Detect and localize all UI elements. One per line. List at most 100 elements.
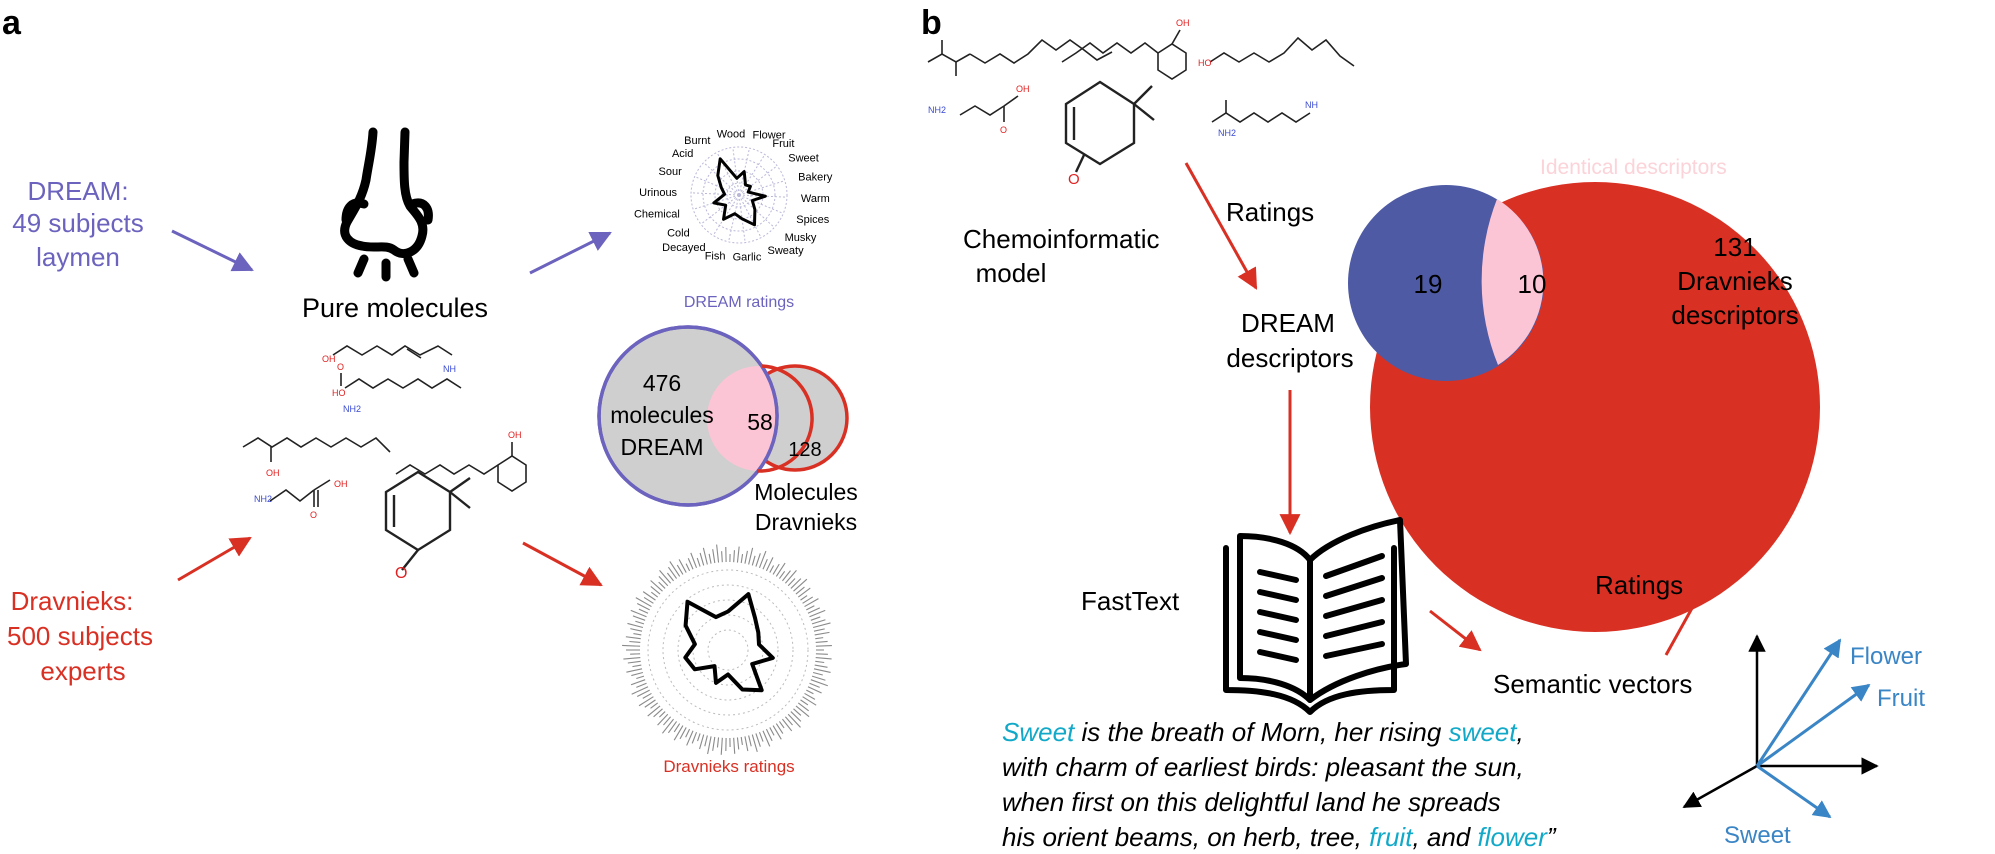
dravnieks-radar-label-tick [663,716,672,726]
dravnieks-radar-label-tick [740,554,744,564]
dravnieks-radar-label-tick [811,619,826,625]
dravnieks-radar-label-tick [627,660,641,664]
dravnieks-radar-label-tick [708,553,712,564]
dravnieks-radar-label-tick [636,682,647,688]
dravnieks-radar-label-tick [793,578,808,592]
dravnieks-radar-label-tick [704,735,708,747]
dravnieks-radar-label-tick [748,547,754,565]
dravnieks-radar-label-tick [814,631,830,636]
dravnieks-radar-label-tick [814,664,828,668]
dream-radar-label: Sweet [788,152,819,164]
poem-line-2: with charm of earliest birds: pleasant t… [1002,752,1524,782]
atom-label: NH2 [254,494,272,504]
dravnieks-source: Dravnieks: 500 subjects experts [7,586,153,686]
dravnieks-molecule-label-2: Dravnieks [755,509,857,535]
dravnieks-radar-label-tick [702,547,708,565]
identical-descriptors-label: Identical descriptors [1540,156,1727,179]
dravnieks-source-line-3: experts [40,656,125,686]
semantic-vector-label: Sweet [1724,822,1791,849]
dravnieks-radar-label-tick [815,657,832,660]
dravnieks-radar-label-tick [650,591,659,598]
dravnieks-radar-label-tick [797,587,811,598]
dravnieks-descriptor-label-1: Dravnieks [1677,266,1793,296]
dravnieks-radar-label-tick [787,713,801,728]
poem-highlight-word: flower [1478,822,1549,852]
dream-descriptors-label-1: DREAM [1241,308,1335,338]
dravnieks-radar-label-tick [800,595,808,601]
dravnieks-radar-label-tick [748,735,752,747]
dravnieks-radar-label-tick [809,609,826,618]
dravnieks-radar-label-tick [623,657,641,660]
dravnieks-to-molecules-arrow [177,536,252,582]
dravnieks-radar-label-tick [659,711,666,718]
dravnieks-radar-label-tick [644,699,656,708]
dravnieks-radar-label-tick [813,628,825,632]
dravnieks-radar-label-tick [669,561,681,577]
dravnieks-source-line-2: 500 subjects [7,621,153,651]
semantic-vector-arrow [1756,764,1832,819]
dravnieks-radar-label-tick [679,727,687,740]
poem-text-segment: with charm of earliest birds: pleasant t… [1002,752,1524,782]
dravnieks-radar-label-tick [762,558,768,570]
dravnieks-radar-label-tick [635,620,645,625]
poem-text-segment: is the breath of Morn, her rising [1074,717,1448,747]
dravnieks-radar-label-tick [685,563,691,572]
atom-label: HO [1198,58,1212,68]
dream-source-line-3: laymen [36,242,120,272]
molecule-structures-a [242,345,527,571]
dravnieks-radar-label-tick [636,689,650,697]
dravnieks-radar-label-tick [765,728,773,742]
dravnieks-radar-label-tick [712,549,716,564]
dravnieks-radar-label-tick [658,575,669,587]
vectors-to-ratings-arrow [1664,545,1728,656]
dravnieks-radar-label-tick [772,563,780,575]
descriptor-overlap-region [1481,199,1544,365]
atom-label: O [1000,125,1007,135]
dravnieks-radar-label-tick [784,716,793,726]
dravnieks-radar-label-tick [632,615,646,621]
dravnieks-radar-label-tick [666,572,674,582]
dravnieks-radar-label-tick [806,689,814,695]
dream-radar-label: Sour [659,166,683,178]
dravnieks-radar-label-tick [758,550,767,569]
dravnieks-radar-label-tick [636,675,645,680]
poem-highlight-word: sweet [1449,717,1519,747]
dravnieks-radar-label-tick [626,668,643,673]
dravnieks-radar-label-tick [622,644,641,647]
atom-label: OH [508,430,522,440]
dravnieks-radar-label-tick [812,671,823,676]
dravnieks-radar-label-tick [765,557,774,572]
molecule-atom-labels-a: OH O HO OH OH O OH O [266,354,522,582]
dravnieks-radar-label-tick [775,562,786,577]
atom-label: NH2 [1218,128,1236,138]
dravnieks-radar-label-tick [815,660,825,664]
semantic-vector-arrow [1756,683,1871,768]
dravnieks-radar-label-tick [790,711,802,722]
dravnieks-radar-label-tick [810,616,821,621]
dravnieks-radar-label-tick [650,580,663,592]
atom-label: NH [1305,100,1318,110]
dravnieks-radar-label-tick [676,564,684,575]
dravnieks-radar-label-tick [807,686,822,694]
dream-molecule-label-1: molecules [610,402,714,428]
dream-radar-label: Musky [785,232,817,244]
dravnieks-radar-label-tick [699,552,705,566]
dravnieks-radar-label-tick [815,637,824,640]
atom-label: NH2 [928,105,946,115]
to-dravnieks-ratings-arrow [522,541,603,587]
dravnieks-radar-label-tick [800,699,809,706]
book-to-vectors-arrow [1429,609,1482,652]
dravnieks-radar-label-tick [707,736,712,755]
dravnieks-radar-label-tick [650,586,661,595]
nose-icon [340,127,433,282]
dravnieks-radar-label-tick [736,546,740,563]
poem-text-segment: ” [1547,822,1557,852]
dravnieks-radar-label-tick [802,696,817,706]
atom-label: OH [1016,84,1030,94]
semantic-vector-label: Fruit [1877,685,1925,712]
dravnieks-radar-label-tick [653,708,663,718]
dravnieks-radar-label-tick [647,705,661,717]
dravnieks-radar-label-tick [627,622,644,629]
